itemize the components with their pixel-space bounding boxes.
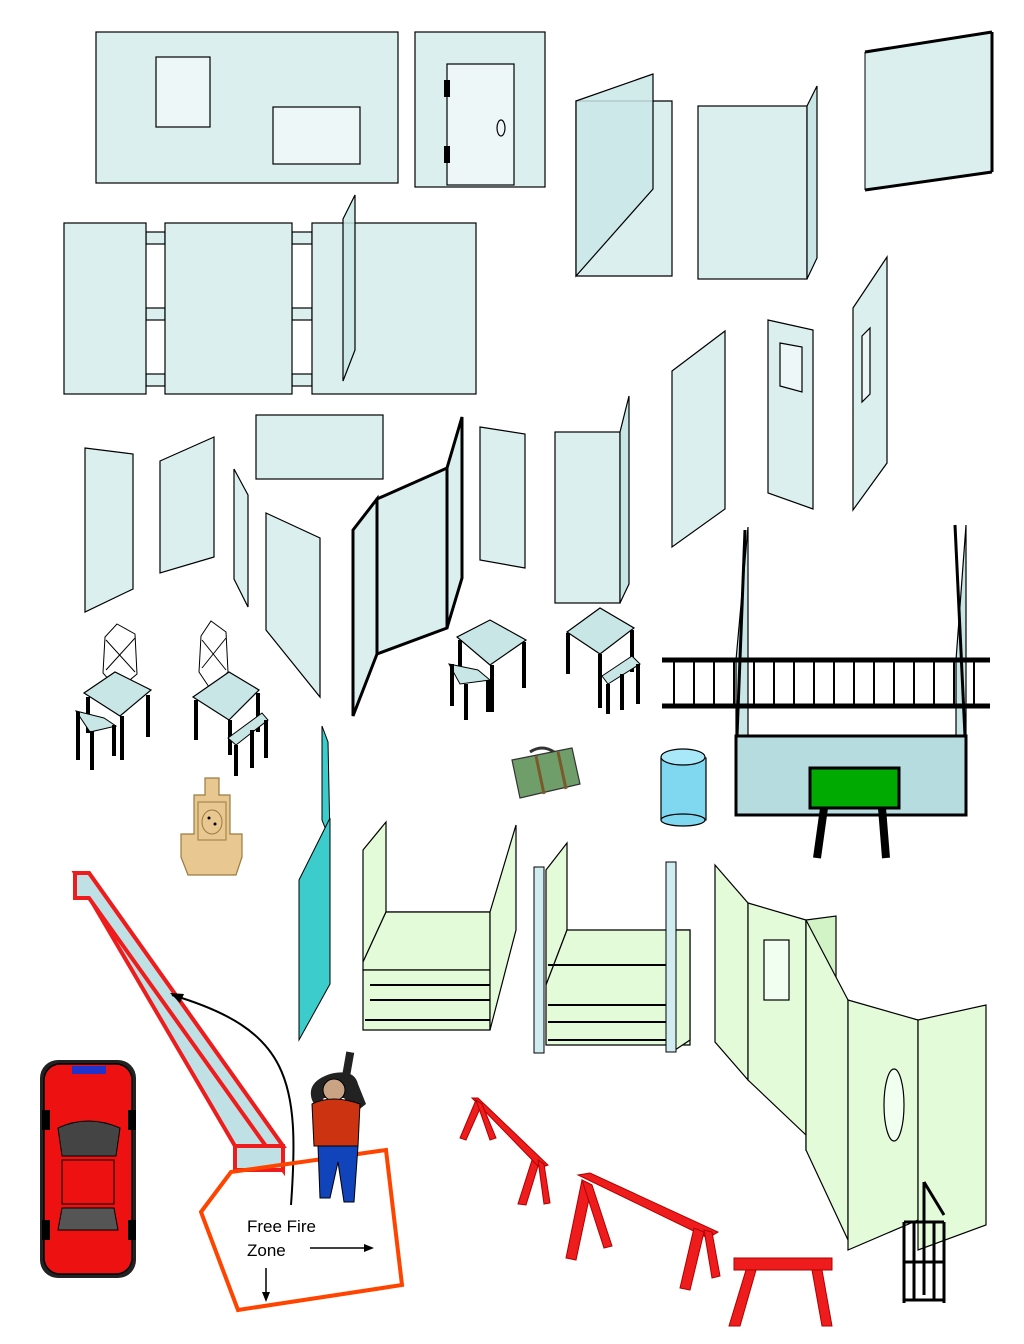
- red-sawhorse-2: [565, 1172, 721, 1291]
- suitcase-icon: [511, 746, 581, 799]
- movement-arrow: [170, 993, 295, 1206]
- police-car-icon: [40, 1060, 136, 1278]
- thick-edge-panel: [864, 30, 994, 192]
- thick-angled-wall: [351, 416, 464, 717]
- small-panels-row: [84, 395, 630, 699]
- zone-label-line-1: Free Fire: [247, 1217, 316, 1236]
- barrel-icon: [660, 748, 707, 827]
- angled-panel-pair-2: [697, 85, 818, 280]
- stairs-railed: [533, 841, 691, 1054]
- ladder-catwalk: [662, 524, 990, 859]
- gate-icon: [902, 1181, 946, 1303]
- red-bench: [728, 1257, 833, 1327]
- leaning-panel-a: [671, 329, 726, 549]
- red-sawhorse-1: [459, 1097, 551, 1206]
- table-chair-set-1: [74, 623, 153, 770]
- panel-with-window-b: [852, 255, 888, 512]
- free-fire-zone: Free Fire Zone: [198, 1147, 405, 1313]
- shooter-icon: [310, 1051, 366, 1203]
- angled-panel-pair-1: [575, 73, 673, 278]
- table-chair-set-4: [565, 607, 641, 714]
- wall-with-door: [414, 31, 546, 188]
- table-chair-set-3: [448, 619, 528, 720]
- connected-wall-set: [63, 194, 477, 395]
- target-silhouette-icon: [180, 777, 243, 876]
- teal-panel: [298, 725, 331, 1042]
- table-chair-set-2: [191, 620, 269, 776]
- folding-wall-set: [714, 863, 987, 1251]
- zone-label-line-2: Zone: [247, 1241, 286, 1260]
- stairs-open: [362, 820, 517, 1031]
- long-beam-barricade: [71, 871, 287, 1177]
- wall-with-windows: [95, 31, 399, 184]
- panel-with-window-a: [767, 319, 814, 510]
